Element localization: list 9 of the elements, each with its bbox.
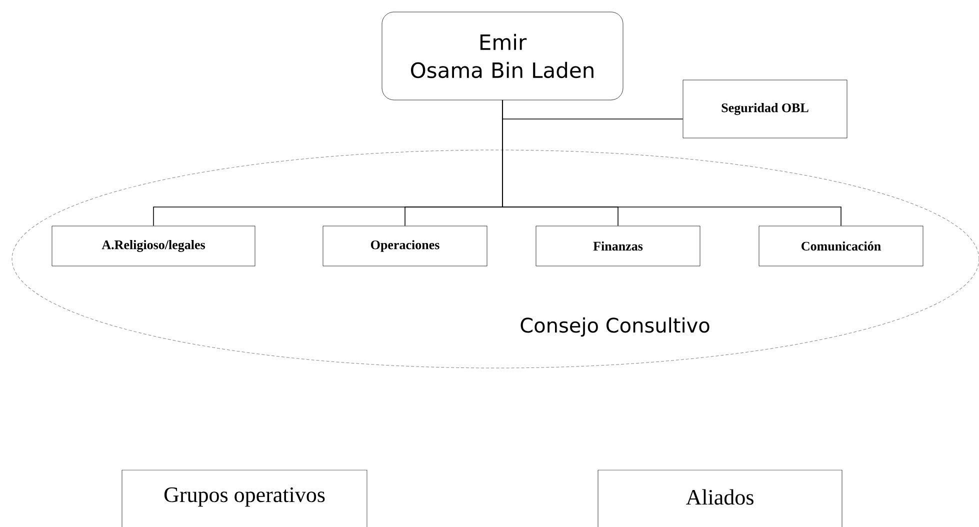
connector-line bbox=[502, 100, 842, 226]
process-box: Operaciones bbox=[322, 226, 488, 266]
process-box: Aliados bbox=[598, 470, 842, 527]
rounded-box: Emir Osama Bin Laden bbox=[382, 12, 624, 100]
process-box: A.Religioso/legales bbox=[52, 226, 256, 266]
process-box: Finanzas bbox=[536, 226, 700, 266]
process-box: Comunicación bbox=[758, 226, 924, 266]
process-box: Grupos operativos bbox=[122, 470, 368, 527]
process-box: Seguridad OBL bbox=[682, 80, 848, 138]
